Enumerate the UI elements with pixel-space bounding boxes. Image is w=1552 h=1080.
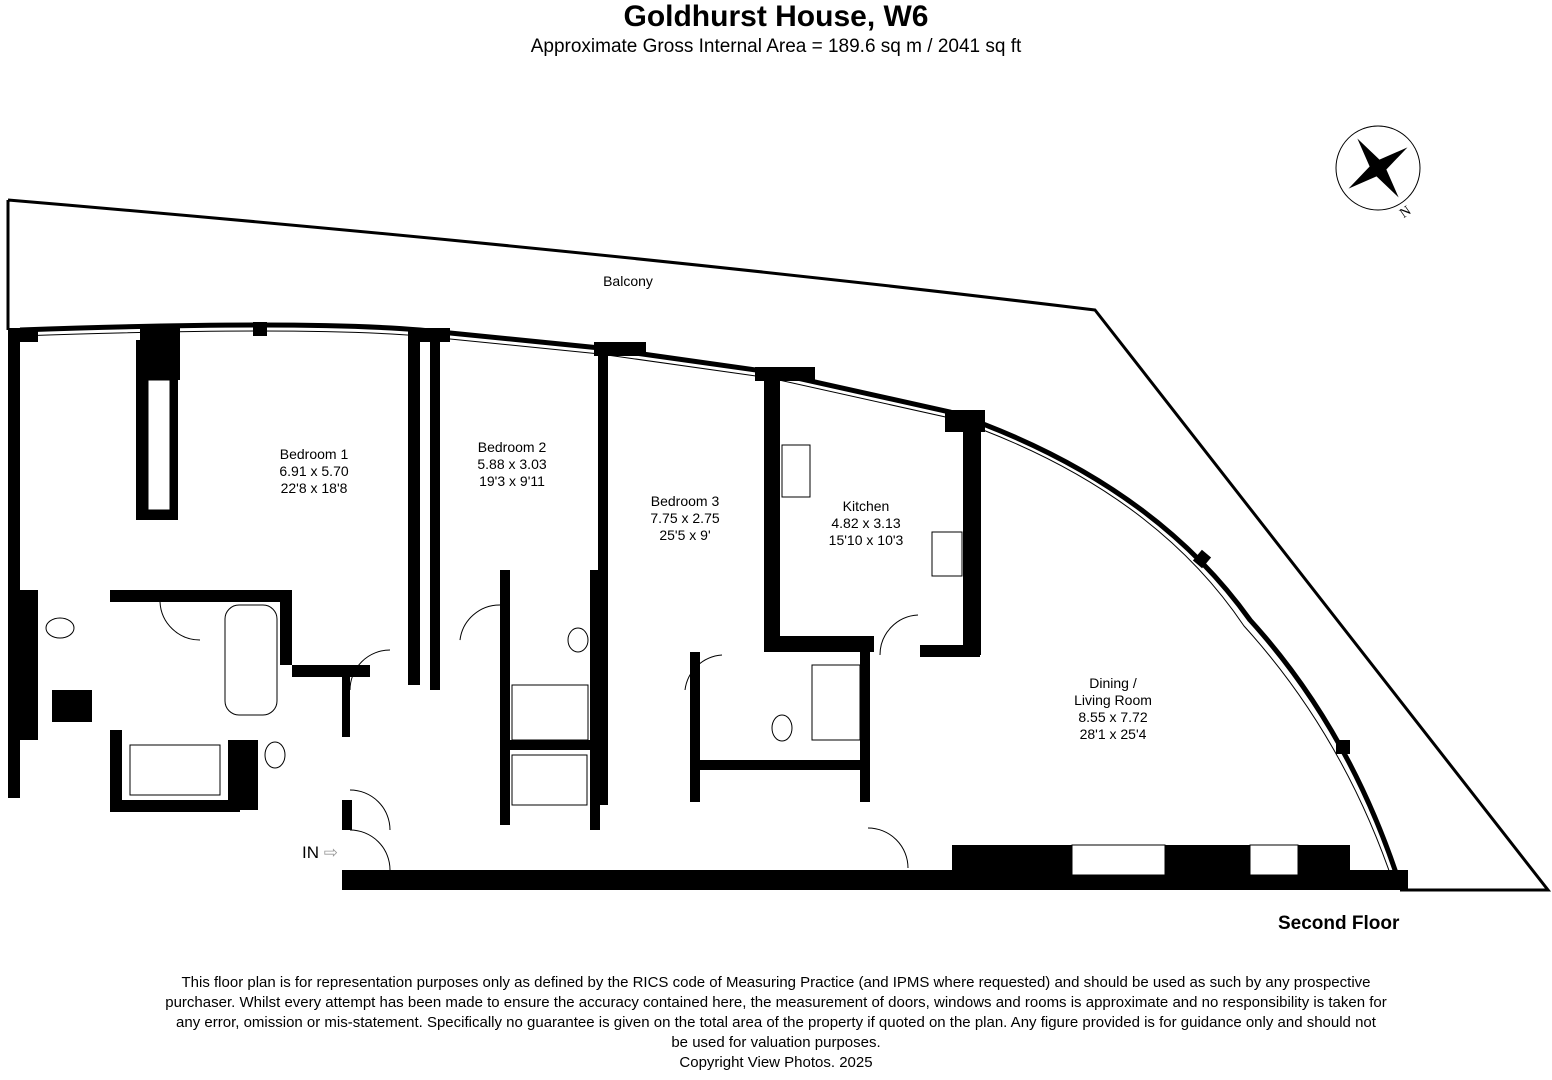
- copyright: Copyright View Photos. 2025: [679, 1054, 873, 1071]
- balcony-outline: [6, 198, 1552, 892]
- disclaimer-line: This floor plan is for representation pu…: [181, 974, 1371, 991]
- arrow-right-icon: ⇨: [323, 843, 338, 862]
- compass-north-label: N: [1397, 204, 1414, 222]
- room-name: Kitchen: [842, 498, 890, 514]
- room-name: Dining /: [1089, 675, 1137, 691]
- walls: [8, 322, 1408, 890]
- room-metric: 4.82 x 3.13: [831, 515, 901, 531]
- room-imperial: 15'10 x 10'3: [828, 532, 904, 548]
- disclaimer: This floor plan is for representation pu…: [60, 973, 1492, 1073]
- area-subtitle: Approximate Gross Internal Area = 189.6 …: [530, 36, 1022, 57]
- entrance-text: IN: [302, 843, 319, 862]
- room-metric: 6.91 x 5.70: [279, 463, 349, 479]
- page-title: Goldhurst House, W6: [623, 0, 929, 33]
- compass-icon: [1335, 125, 1421, 211]
- room-label-bedroom-2: Bedroom 2 5.88 x 3.03 19'3 x 9'11: [477, 439, 546, 490]
- room-label-bedroom-1: Bedroom 1 6.91 x 5.70 22'8 x 18'8: [279, 446, 348, 497]
- room-imperial: 28'1 x 25'4: [1079, 726, 1147, 742]
- room-name: Bedroom 3: [650, 493, 720, 509]
- entrance-label: IN ⇨: [302, 843, 338, 863]
- room-label-kitchen: Kitchen 4.82 x 3.13 15'10 x 10'3: [829, 498, 904, 549]
- room-name-line2: Living Room: [1074, 692, 1152, 708]
- room-metric: 5.88 x 3.03: [477, 456, 547, 472]
- room-imperial: 25'5 x 9': [659, 527, 711, 543]
- disclaimer-line: purchaser. Whilst every attempt has been…: [165, 994, 1387, 1011]
- room-label-dining-living: Dining / Living Room 8.55 x 7.72 28'1 x …: [1074, 675, 1152, 743]
- room-name: Bedroom 1: [279, 446, 349, 462]
- room-imperial: 22'8 x 18'8: [280, 480, 348, 496]
- room-label-balcony: Balcony: [603, 273, 653, 289]
- disclaimer-line: be used for valuation purposes.: [671, 1034, 881, 1051]
- room-label-bedroom-3: Bedroom 3 7.75 x 2.75 25'5 x 9': [650, 493, 719, 544]
- room-metric: 7.75 x 2.75: [650, 510, 720, 526]
- room-metric: 8.55 x 7.72: [1078, 709, 1148, 725]
- floor-label: Second Floor: [1278, 913, 1400, 934]
- room-name: Bedroom 2: [477, 439, 547, 455]
- room-imperial: 19'3 x 9'11: [479, 473, 545, 489]
- disclaimer-line: any error, omission or mis-statement. Sp…: [176, 1014, 1376, 1031]
- fixtures: [45, 444, 963, 871]
